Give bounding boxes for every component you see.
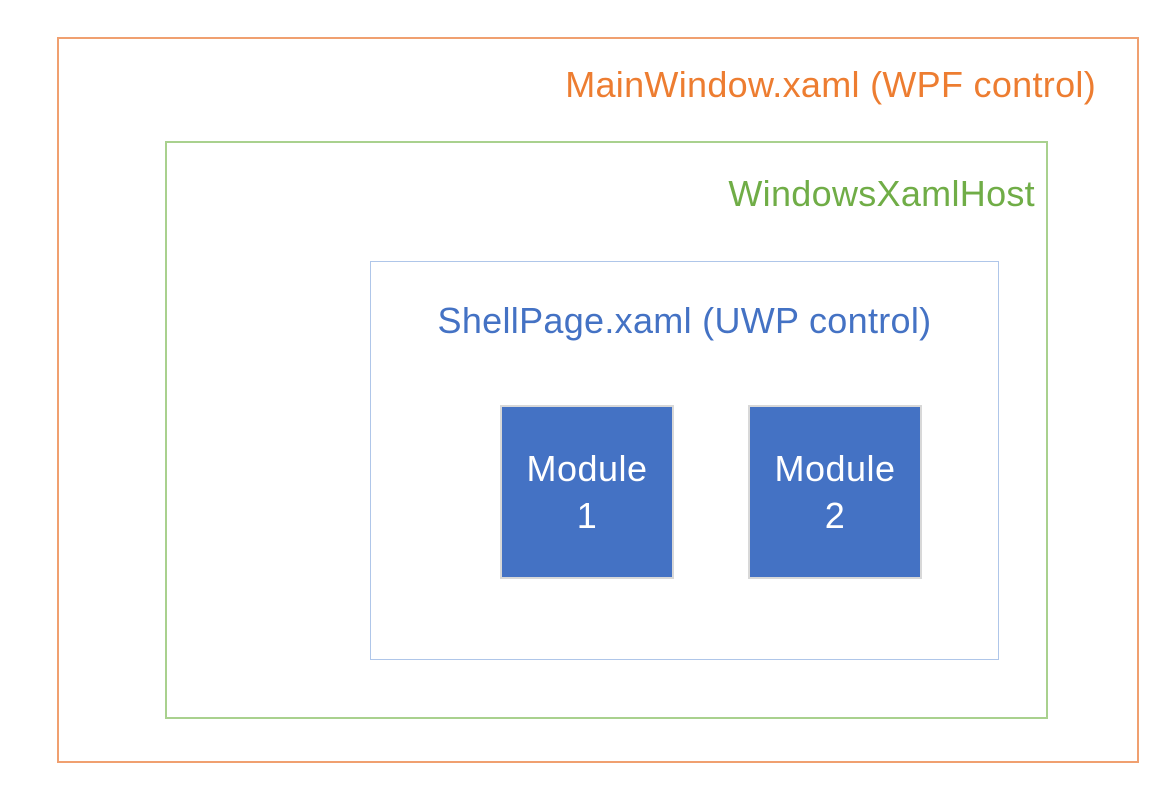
mainwindow-label: MainWindow.xaml (WPF control) bbox=[565, 64, 1096, 105]
windowsxamlhost-box: WindowsXamlHost ShellPage.xaml (UWP cont… bbox=[165, 141, 1048, 719]
module-2-index: 2 bbox=[824, 495, 846, 536]
module-2-name: Module bbox=[774, 448, 896, 489]
shellpage-label: ShellPage.xaml (UWP control) bbox=[437, 300, 932, 341]
shellpage-box: ShellPage.xaml (UWP control) Module 1 Mo… bbox=[370, 261, 999, 660]
module-2-box: Module 2 bbox=[748, 405, 922, 579]
module-1-name: Module bbox=[526, 448, 648, 489]
windowsxamlhost-label: WindowsXamlHost bbox=[728, 173, 1035, 214]
mainwindow-box: MainWindow.xaml (WPF control) WindowsXam… bbox=[57, 37, 1139, 763]
module-1-index: 1 bbox=[576, 495, 598, 536]
module-1-box: Module 1 bbox=[500, 405, 674, 579]
